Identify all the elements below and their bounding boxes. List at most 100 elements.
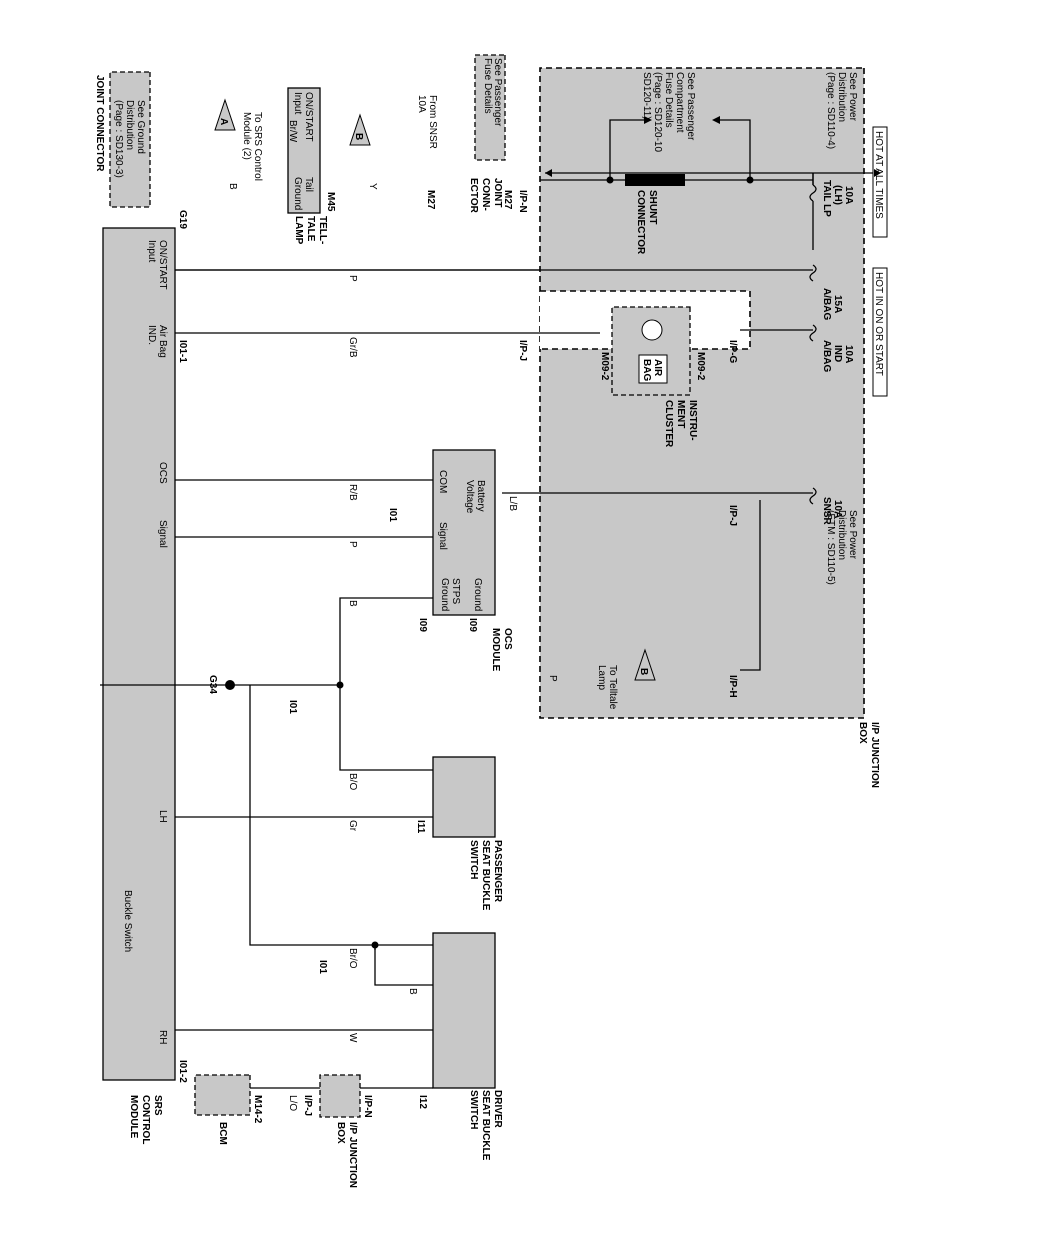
driver-seat-buckle-switch: DRIVERSEAT BUCKLESWITCH I12 [417,932,503,1161]
svg-text:M14-2: M14-2 [252,1095,263,1124]
svg-text:To TelltaleLamp: To TelltaleLamp [596,665,618,710]
svg-text:ON/STARTInput: ON/STARTInput [292,92,314,142]
svg-text:P: P [347,275,358,282]
svg-text:B: B [407,988,418,995]
shunt-connector [625,174,685,186]
conn-iph: I/P-H [727,675,738,698]
instrument-cluster: AIRBAG INSTRU- MENT CLUSTER M09-2 M09-2 [599,306,706,448]
svg-text:R/B: R/B [347,484,358,501]
instrument-cluster-title: INSTRU- MENT CLUSTER [663,400,698,448]
svg-text:TAIL LP: TAIL LP [821,180,832,217]
svg-text:M45: M45 [325,192,336,212]
conn-ipg: I/P-G [727,340,738,364]
bcm: BCM M14-2 [194,1074,263,1145]
telltale-lamp: ON/STARTInput Tail Ground TELL-TALELAMP … [241,87,336,245]
fuse-airbag-ind: A/BAG IND 10A [809,324,854,372]
svg-text:10A: 10A [843,345,854,363]
svg-text:Buckle Switch: Buckle Switch [122,890,133,952]
hot-in-on-or-start-label: HOT IN ON OR START [873,272,884,376]
joint-connector: See GroundDistribution(Page : SD130-3) J… [94,71,188,229]
svg-text:P: P [347,541,358,548]
see-power-distribution-2: See Power Distribution (ETM : SD110-5) [825,510,858,585]
fuse-snsr: SNSR 10A [809,487,843,526]
svg-text:I12: I12 [417,1095,428,1109]
svg-text:JOINT CONNECTOR: JOINT CONNECTOR [94,75,105,172]
svg-text:Gr: Gr [347,820,358,832]
svg-text:Ground: Ground [292,177,303,210]
wire-ground-b [339,597,433,685]
ref-triangle-b-tail: B To TelltaleLamp [596,648,656,710]
svg-text:PASSENGERSEAT BUCKLESWITCH: PASSENGERSEAT BUCKLESWITCH [468,840,503,911]
svg-text:I/P JUNCTIONBOX: I/P JUNCTIONBOX [335,1122,358,1188]
svg-text:SNSR: SNSR [821,497,832,526]
svg-text:AIRBAG: AIRBAG [641,359,663,381]
svg-text:IND: IND [832,345,843,362]
svg-text:I01-1: I01-1 [177,340,188,363]
conn-ipn-top: I/P-N [517,190,528,213]
svg-text:Gr/B: Gr/B [347,337,358,358]
ip-junction-box-title: I/P JUNCTION BOX [857,722,880,791]
svg-text:B/O: B/O [347,773,358,790]
ocs-module: BatteryVoltage COM Signal STPSGround Gro… [417,449,513,672]
svg-text:DRIVERSEAT BUCKLESWITCH: DRIVERSEAT BUCKLESWITCH [468,1090,503,1161]
power-labels: HOT AT ALL TIMES HOT IN ON OR START See … [641,72,888,585]
svg-text:I11: I11 [415,820,426,834]
svg-text:10A: 10A [843,186,854,204]
svg-text:ON/STARTInput: ON/STARTInput [146,240,168,290]
ground-g34 [225,680,235,690]
svg-text:TELL-TALELAMP: TELL-TALELAMP [293,216,328,245]
svg-text:Y: Y [367,183,378,190]
svg-text:OCS: OCS [157,462,168,484]
svg-text:I01: I01 [387,508,398,522]
ip-junction-box: I/P JUNCTION BOX [539,67,880,791]
svg-text:B: B [638,668,649,675]
svg-text:G34: G34 [207,675,218,694]
svg-text:M09-2: M09-2 [599,352,610,381]
svg-text:From SNSR10A: From SNSR10A [416,95,438,149]
svg-text:A: A [218,118,229,125]
svg-text:10A: 10A [832,500,843,518]
svg-text:STPSGround: STPSGround [439,578,461,611]
svg-text:I/P-N: I/P-N [362,1095,373,1118]
joint-conn: See PassengerFuse Details JOINTCONN-ECTO… [416,54,513,214]
hot-at-all-times-label: HOT AT ALL TIMES [873,131,884,219]
svg-text:L/B: L/B [507,496,518,511]
fuse-airbag: A/BAG 15A [809,264,843,320]
svg-text:I01: I01 [287,700,298,714]
svg-text:A/BAG: A/BAG [821,288,832,320]
svg-text:Air BagIND.: Air BagIND. [146,325,168,358]
svg-text:(LH): (LH) [832,185,843,205]
svg-text:L/O: L/O [287,1095,298,1111]
svg-text:Signal: Signal [437,522,448,550]
svg-text:I01: I01 [317,960,328,974]
ref-triangle-b: B [349,113,371,146]
svg-text:B: B [227,183,238,190]
svg-text:W: W [347,1033,358,1043]
svg-text:I09: I09 [467,618,478,632]
svg-text:M27: M27 [425,190,436,210]
shunt-connector-label: SHUNT CONNECTOR [635,190,658,255]
see-passenger-compartment-fuse: See Passenger Compartment Fuse Details (… [641,72,696,155]
svg-text:I/P-J: I/P-J [302,1095,313,1116]
svg-text:Ground: Ground [472,578,483,611]
svg-text:COM: COM [437,470,448,493]
svg-text:To SRS ControlModule (2): To SRS ControlModule (2) [241,112,263,181]
svg-text:B: B [353,133,364,140]
svg-text:RH: RH [157,1030,168,1044]
svg-text:15A: 15A [832,295,843,313]
passenger-seat-buckle-switch: PASSENGERSEAT BUCKLESWITCH I11 [415,756,503,911]
svg-text:I09: I09 [417,618,428,632]
svg-text:B: B [347,600,358,607]
ip-junction-box-2: I/P JUNCTIONBOX I/P-J I/P-N [302,1074,373,1188]
svg-text:M27: M27 [502,190,513,210]
conn-ipj-snsr: I/P-J [727,505,738,526]
ocs-module-title: OCSMODULE [490,628,513,672]
ref-triangle-a: A [214,98,236,131]
svg-text:See PassengerFuse Details: See PassengerFuse Details [482,58,503,127]
svg-text:G19: G19 [177,210,188,229]
wire-snsr-h [740,500,761,671]
svg-text:Tail: Tail [303,177,314,192]
svg-text:JOINTCONN-ECTOR: JOINTCONN-ECTOR [468,178,503,214]
